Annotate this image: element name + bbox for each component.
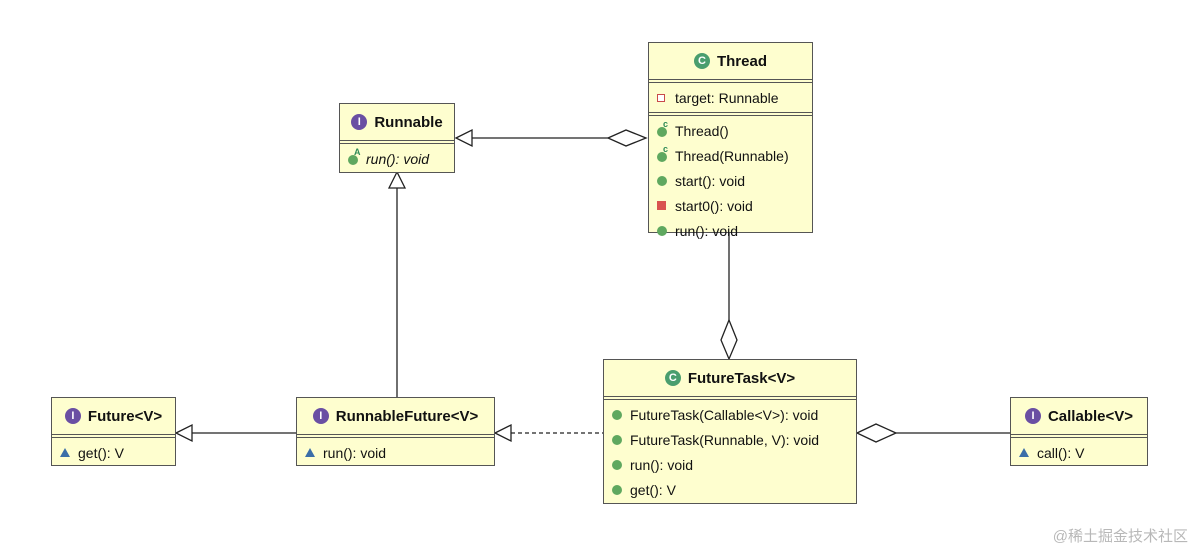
interface-future-header: I Future<V> (52, 398, 175, 434)
method-item: run(): void (657, 218, 812, 243)
interface-future-methods: get(): V (52, 438, 175, 467)
abstract-method-icon: A (348, 147, 361, 165)
method-item: c Thread() (657, 118, 812, 143)
field-label: target: Runnable (675, 89, 779, 106)
method-label: call(): V (1037, 444, 1085, 461)
private-field-icon (657, 93, 665, 102)
method-item: start0(): void (657, 193, 812, 218)
divider (297, 434, 494, 438)
class-thread-title: Thread (716, 52, 767, 70)
public-method-icon (612, 459, 622, 470)
public-method-icon (657, 175, 667, 186)
method-item: run(): void (305, 440, 494, 465)
method-item: A run(): void (348, 146, 454, 171)
class-future-task-methods: FutureTask(Callable<V>): void FutureTask… (604, 400, 856, 504)
method-label: get(): V (630, 481, 676, 498)
constructor-icon: c (657, 119, 669, 137)
public-method-icon (612, 409, 622, 420)
edge-thread-futuretask-diamond (720, 318, 738, 361)
interface-runnable-future-title: RunnableFuture<V> (335, 407, 479, 425)
private-method-icon (657, 201, 666, 210)
method-label: FutureTask(Callable<V>): void (630, 406, 819, 423)
method-item: FutureTask(Callable<V>): void (612, 402, 856, 427)
public-method-icon (612, 484, 622, 495)
method-item: get(): V (612, 477, 856, 502)
edge-thread-runnable-diamond (606, 129, 648, 147)
interface-callable[interactable]: I Callable<V> call(): V (1010, 397, 1148, 466)
field-item: target: Runnable (657, 85, 812, 110)
method-label: start(): void (675, 172, 746, 189)
interface-runnable-title: Runnable (374, 113, 443, 131)
method-label: Thread(Runnable) (675, 147, 789, 164)
method-item: call(): V (1019, 440, 1147, 465)
interface-icon: I (351, 114, 368, 130)
method-label: run(): void (630, 456, 694, 473)
method-item: FutureTask(Runnable, V): void (612, 427, 856, 452)
package-method-icon (305, 448, 315, 457)
interface-icon: I (312, 408, 329, 424)
class-thread[interactable]: C Thread target: Runnable c Thread() c T… (648, 42, 813, 239)
edge-callable-futuretask-diamond (855, 423, 898, 443)
interface-runnable-future[interactable]: I RunnableFuture<V> run(): void (296, 397, 495, 466)
class-future-task[interactable]: C FutureTask<V> FutureTask(Callable<V>):… (603, 359, 857, 504)
interface-runnable-future-header: I RunnableFuture<V> (297, 398, 494, 434)
divider (52, 434, 175, 438)
method-label: run(): void (675, 222, 739, 239)
edge-futuretask-runnablefuture-arrowhead (493, 423, 512, 443)
interface-future[interactable]: I Future<V> get(): V (51, 397, 176, 466)
interface-runnable-future-methods: run(): void (297, 438, 494, 467)
divider (1011, 434, 1147, 438)
edge-runnablefuture-runnable-arrowhead (387, 170, 407, 189)
class-future-task-header: C FutureTask<V> (604, 360, 856, 396)
method-item: start(): void (657, 168, 812, 193)
edge-runnablefuture-future-arrowhead (174, 423, 193, 443)
edge-thread-runnable-arrowhead (454, 128, 473, 148)
method-item: get(): V (60, 440, 175, 465)
class-icon: C (693, 53, 710, 69)
interface-runnable-methods: A run(): void (340, 144, 454, 173)
package-method-icon (1019, 448, 1029, 457)
method-label: run(): void (323, 444, 387, 461)
divider (649, 112, 812, 116)
interface-runnable[interactable]: I Runnable A run(): void (339, 103, 455, 173)
method-item: run(): void (612, 452, 856, 477)
method-label: Thread() (675, 122, 729, 139)
class-icon: C (664, 370, 681, 386)
interface-icon: I (64, 408, 81, 424)
public-method-icon (612, 434, 622, 445)
constructor-icon: c (657, 144, 669, 162)
watermark: @稀土掘金技术社区 (1052, 528, 1188, 545)
divider (649, 79, 812, 83)
divider (604, 396, 856, 400)
method-label: get(): V (78, 444, 124, 461)
class-future-task-title: FutureTask<V> (687, 369, 796, 387)
interface-future-title: Future<V> (87, 407, 163, 425)
interface-callable-header: I Callable<V> (1011, 398, 1147, 434)
interface-icon: I (1024, 408, 1041, 424)
package-method-icon (60, 448, 70, 457)
method-label: start0(): void (675, 197, 753, 214)
interface-callable-title: Callable<V> (1047, 407, 1134, 425)
class-thread-fields: target: Runnable (649, 83, 812, 112)
interface-callable-methods: call(): V (1011, 438, 1147, 467)
divider (340, 140, 454, 144)
class-thread-header: C Thread (649, 43, 812, 79)
public-method-icon (657, 225, 667, 236)
interface-runnable-header: I Runnable (340, 104, 454, 140)
class-thread-methods: c Thread() c Thread(Runnable) start(): v… (649, 116, 812, 245)
method-item: c Thread(Runnable) (657, 143, 812, 168)
method-label: run(): void (366, 150, 430, 167)
method-label: FutureTask(Runnable, V): void (630, 431, 820, 448)
